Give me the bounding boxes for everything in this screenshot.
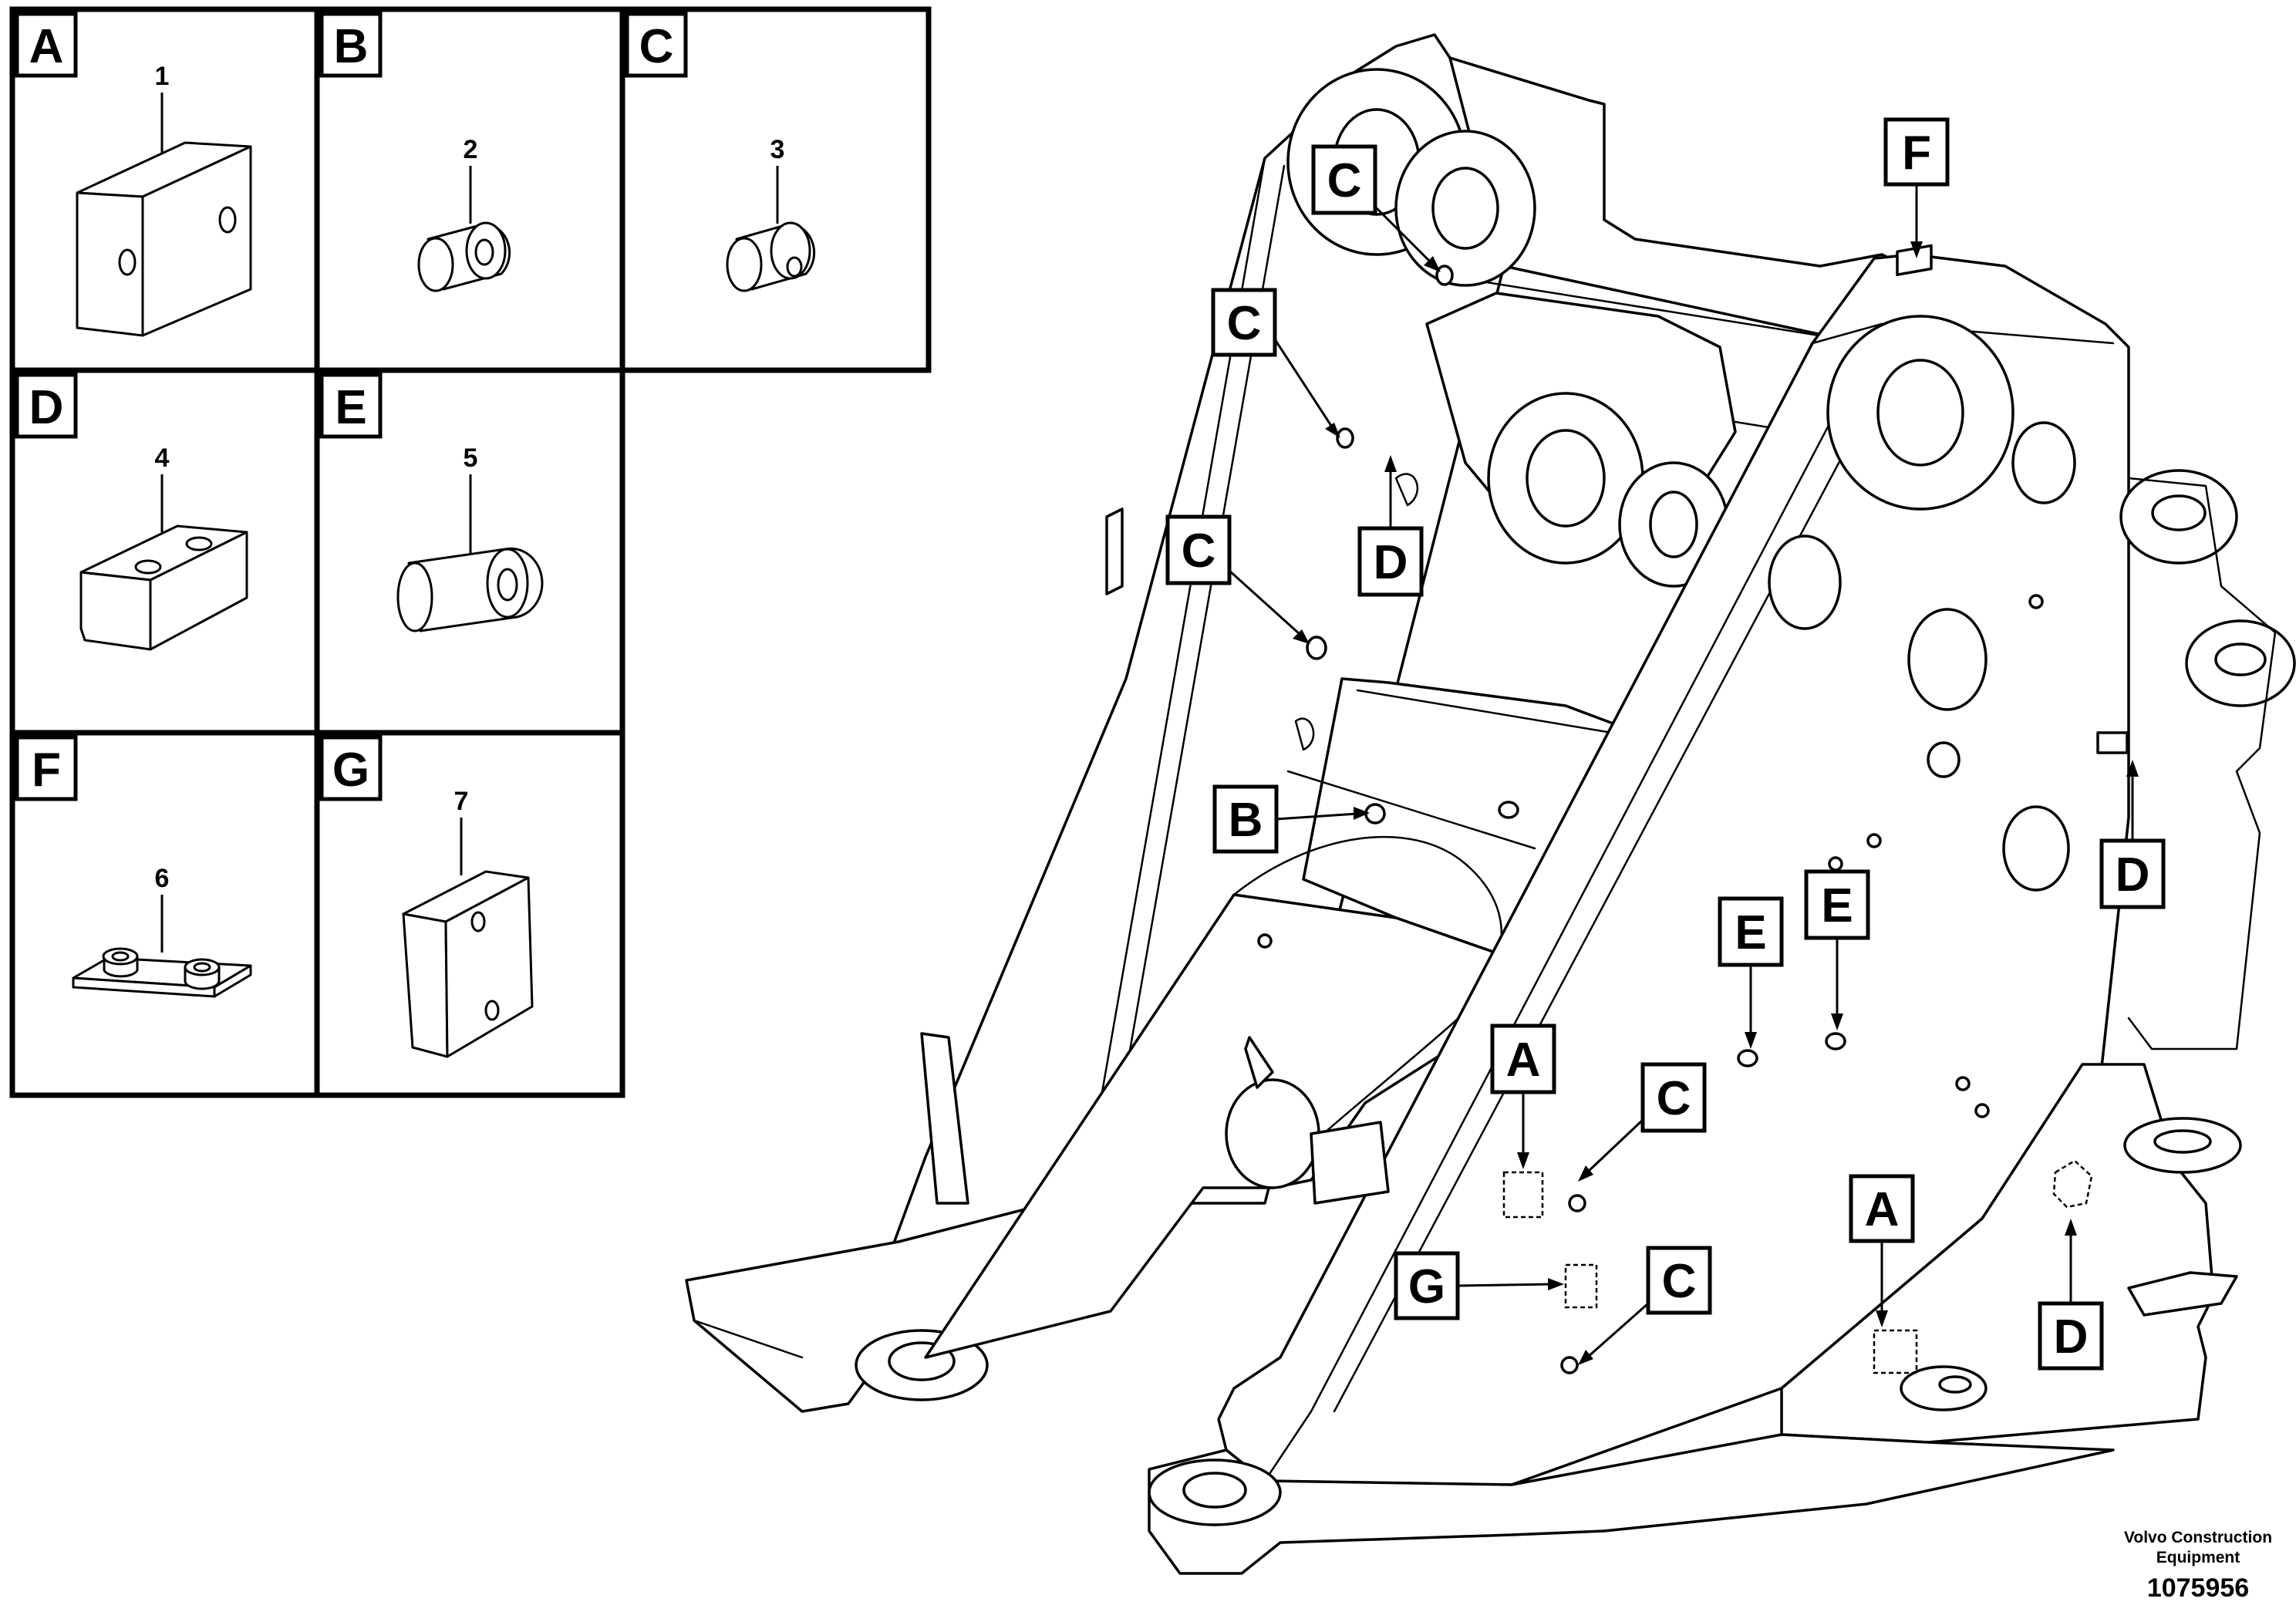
part-5-sleeve-icon [396,547,544,632]
svg-text:C: C [1182,524,1216,578]
callout-c-4: C [1578,1062,1707,1182]
svg-text:C: C [1327,154,1362,207]
svg-text:A: A [1865,1183,1900,1236]
svg-text:D: D [2054,1310,2089,1364]
callout-c-1: C [1311,144,1441,272]
svg-text:G: G [1408,1260,1445,1313]
legend-panel-g: G 7 [314,730,625,1098]
part-3-bushing-icon [726,221,816,292]
legend-panel-d: D 4 [9,367,320,736]
panel-letter-b: B [334,20,369,73]
hidden-wear-plate-a-upper [1502,1171,1544,1219]
loader-front-frame [685,33,2296,1575]
legend-panel-b: B 2 [314,6,625,373]
callout-e-2: E [1804,869,1870,1030]
svg-text:D: D [2116,848,2150,902]
panel-letter-f: F [32,744,61,797]
svg-text:D: D [1374,536,1408,589]
part-number-4: 4 [155,443,170,473]
legend-panel-a: A 1 [9,6,320,373]
panel-letter-e: E [335,381,366,434]
callout-g: G [1394,1251,1564,1320]
callout-c-5: C [1578,1246,1712,1365]
panel-letter-g: G [332,744,369,797]
part-1-wear-plate-icon [76,141,252,337]
part-number-3: 3 [770,135,785,164]
part-2-bushing-icon [417,221,511,292]
part-number-7: 7 [454,787,469,816]
svg-text:E: E [1821,879,1853,932]
callout-d-1: D [1357,455,1424,597]
hidden-wear-plate-a-lower [1873,1329,1918,1374]
legend-panel-c: C 3 [619,6,932,373]
part-6-shim-plate-icon [72,947,252,998]
frame-right-foot [1148,1433,2115,1575]
callout-a-1: A [1490,1023,1556,1169]
part-number-1: 1 [155,62,170,91]
callout-a-2: A [1849,1174,1915,1327]
svg-text:C: C [1657,1072,1691,1125]
svg-text:C: C [1662,1255,1697,1308]
panel-letter-a: A [29,20,64,73]
parts-legend: A 1 B 2 [9,6,932,1098]
part-4-spacer-block-icon [79,524,248,651]
brand-name-line-2: Equipment [2156,1549,2240,1566]
publisher-footer: Volvo Construction Equipment 1075956 [2124,1529,2272,1603]
part-7-wear-pad-icon [402,870,534,1058]
callout-labels: C C C D F [1165,117,2166,1371]
upper-bracket [1105,508,1124,595]
hidden-spacer-d [2052,1159,2093,1209]
svg-text:F: F [1902,126,1931,180]
brand-name-line-1: Volvo Construction [2124,1529,2272,1546]
svg-text:B: B [1229,794,1263,847]
document-number: 1075956 [2147,1573,2249,1603]
callout-c-2: C [1211,288,1340,438]
callout-b: B [1212,784,1370,854]
callout-d-3: D [2038,1219,2104,1371]
side-plate-hole-1 [1768,534,1842,630]
panel-letter-c: C [639,20,674,73]
svg-text:A: A [1506,1034,1541,1087]
panel-letter-d: D [29,381,64,434]
svg-text:E: E [1735,906,1766,959]
callout-e-1: E [1718,896,1784,1049]
callout-f: F [1883,117,1950,258]
legend-panel-e: E 5 [314,367,625,736]
part-number-5: 5 [464,443,478,473]
legend-panel-f: F 6 [9,730,320,1098]
callout-d-2: D [2099,760,2166,909]
hidden-wear-pad-g [1564,1263,1598,1309]
part-number-6: 6 [155,864,170,893]
frame-top-cross-member [1448,56,1907,341]
callout-c-3: C [1165,514,1310,644]
svg-text:C: C [1227,297,1262,350]
part-number-2: 2 [464,135,478,164]
